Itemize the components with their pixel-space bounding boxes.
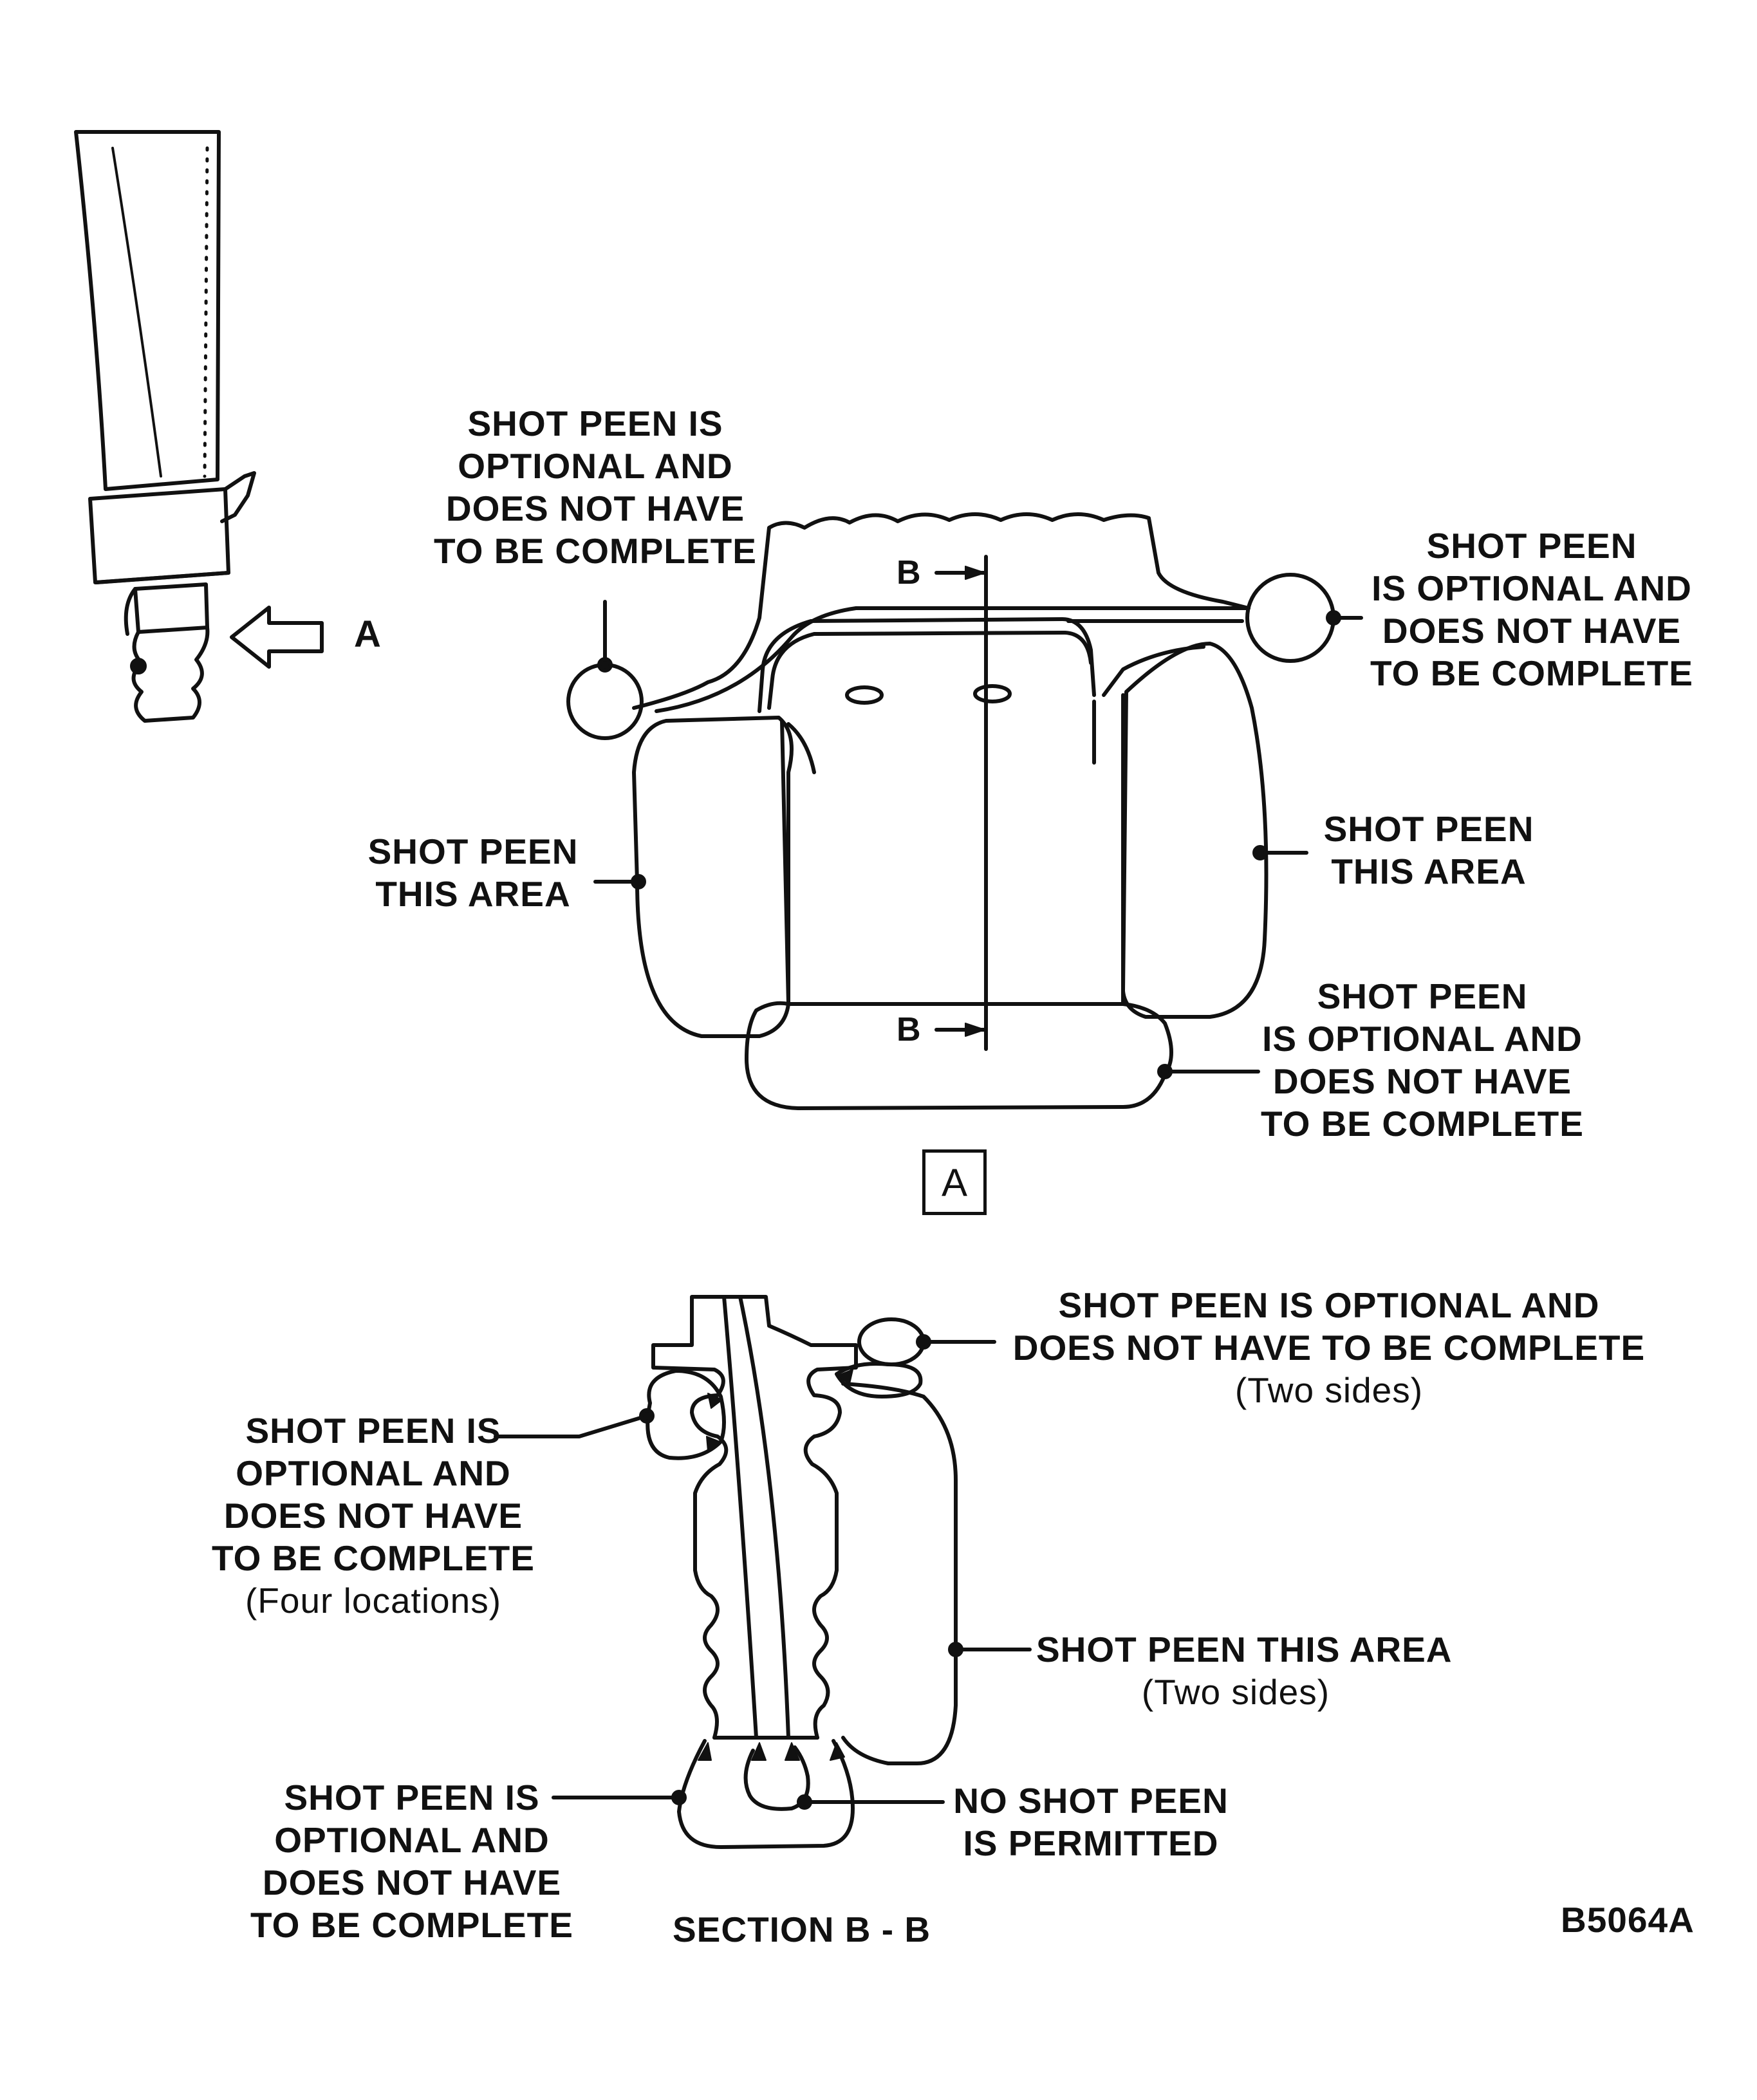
label-view-a-bottom-right: SHOT PEEN IS OPTIONAL AND DOES NOT HAVE … [1261, 976, 1584, 1144]
blade-root-dot [130, 658, 147, 674]
arrowhead [751, 1742, 767, 1761]
view-a-box-label: A [922, 1149, 987, 1215]
shot-peen-zone-right [841, 1382, 958, 1765]
leader-dot [948, 1642, 963, 1657]
view-a-platform-groove [767, 631, 1093, 710]
blade-shank [133, 582, 209, 634]
section-b-arrow-top-head [965, 566, 985, 580]
optional-zone-top-right [857, 1317, 925, 1366]
leader-dot [916, 1334, 931, 1350]
optional-zone-top-left [566, 663, 644, 740]
section-bb-drawing [494, 1295, 1032, 1849]
blade-shank-side [124, 587, 137, 636]
view-a-marker: A [354, 613, 381, 655]
section-title: SECTION B - B [673, 1910, 931, 1949]
leader-dot [797, 1794, 812, 1810]
blade-airfoil-edge [111, 147, 162, 478]
section-bb-web-right [738, 1295, 790, 1740]
optional-zone-bottom [745, 1001, 1173, 1110]
label-section-right: SHOT PEEN THIS AREA (Two sides) [1036, 1630, 1453, 1712]
arrowhead [836, 1369, 853, 1384]
blade-platform [88, 487, 230, 584]
arrowhead [785, 1742, 800, 1761]
optional-zone-top-right [1245, 573, 1335, 663]
arrowhead [698, 1742, 712, 1761]
blade-airfoil-dots [203, 146, 209, 478]
section-bb-outline [651, 1295, 858, 1740]
label-view-a-mid-left: SHOT PEEN THIS AREA [367, 832, 579, 914]
label-section-bottom-right: NO SHOT PEEN IS PERMITTED [953, 1781, 1229, 1863]
view-a-slot-curve [786, 722, 816, 774]
figure-number: B5064A [1561, 1900, 1695, 1940]
leader-dot [597, 657, 613, 673]
blade-platform-hook [220, 471, 256, 523]
arrowhead [707, 1393, 723, 1409]
view-a-top-outline [632, 512, 1250, 710]
label-view-a-mid-right: SHOT PEEN THIS AREA [1323, 809, 1534, 891]
optional-zone-top-right-lower [835, 1362, 923, 1398]
label-view-a-top-left: SHOT PEEN IS OPTIONAL AND DOES NOT HAVE … [434, 404, 757, 571]
arrowhead [706, 1436, 720, 1452]
leader-dot [1326, 610, 1341, 626]
arrowhead [830, 1742, 845, 1761]
label-section-left: SHOT PEEN IS OPTIONAL AND DOES NOT HAVE … [212, 1411, 535, 1621]
no-shot-peen-zone [743, 1745, 810, 1811]
view-a-hole-left [845, 685, 884, 705]
leader-dot [639, 1408, 655, 1424]
view-a-arrow [230, 606, 324, 669]
leader-dot [631, 874, 646, 889]
view-a-hole-right [973, 684, 1012, 703]
turbine-blade-overview: A [74, 130, 381, 723]
leader-dot [1252, 845, 1268, 860]
section-b-marker-bottom: B [897, 1011, 921, 1048]
view-a-platform-inner [758, 617, 1096, 713]
leader-dot [671, 1790, 687, 1805]
label-section-top-right: SHOT PEEN IS OPTIONAL AND DOES NOT HAVE … [1012, 1285, 1646, 1410]
label-section-bottom-left: SHOT PEEN IS OPTIONAL AND DOES NOT HAVE … [250, 1778, 573, 1945]
blade-fir-tree-root [131, 626, 210, 723]
blade-platform-lip [95, 571, 230, 584]
section-b-marker-top: B [897, 554, 921, 591]
view-a-drawing: B B [566, 512, 1363, 1110]
label-view-a-top-right: SHOT PEEN IS OPTIONAL AND DOES NOT HAVE … [1370, 526, 1693, 693]
optional-zone-left [646, 1369, 726, 1460]
shot-peen-zone-left [632, 716, 794, 1038]
leader-dot [1157, 1064, 1173, 1079]
leader-left [494, 1414, 649, 1438]
shot-peen-zone-right [1121, 642, 1269, 1019]
section-b-arrow-bottom-head [965, 1023, 985, 1037]
blade-airfoil [74, 130, 221, 491]
view-a-platform-outer [655, 606, 1250, 713]
section-bb-web-left [722, 1295, 758, 1740]
